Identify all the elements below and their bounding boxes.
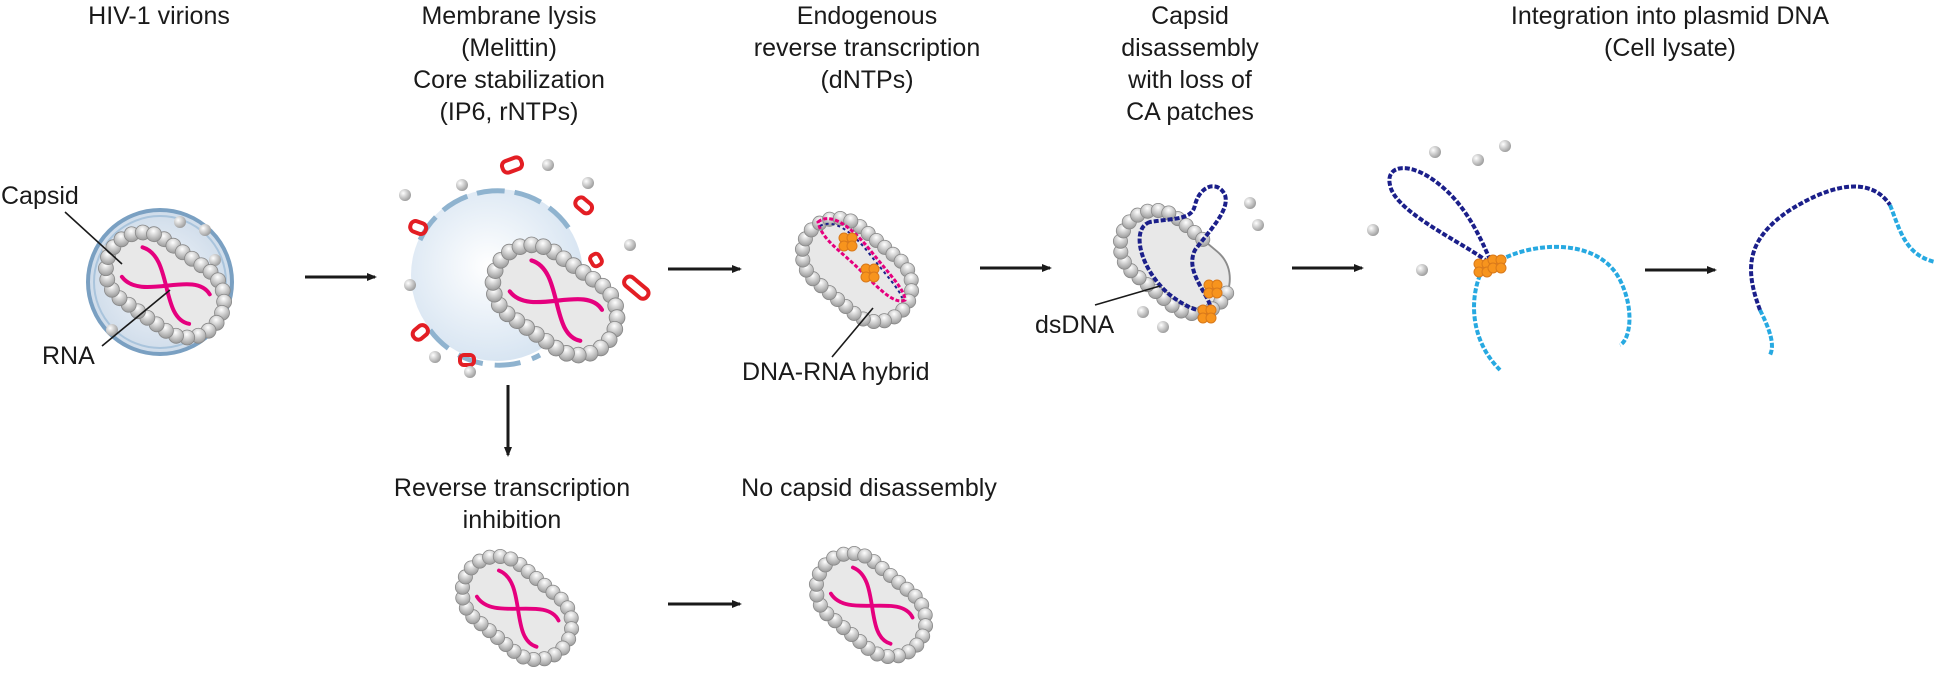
integrase-complex bbox=[1487, 254, 1507, 274]
stage-label-disassembly: Capsid disassembly with loss of CA patch… bbox=[1121, 2, 1259, 126]
callout-rna: RNA bbox=[42, 342, 95, 370]
ert-capsid-core bbox=[794, 210, 920, 330]
membrane-fragments bbox=[408, 155, 651, 367]
rna-pointer bbox=[101, 289, 171, 347]
stabilized-capsid-core bbox=[484, 236, 626, 364]
integrated-viral-dna bbox=[1749, 184, 1892, 311]
lysed-virion bbox=[399, 155, 651, 378]
capsid-pointer bbox=[64, 211, 123, 265]
virion-capsid-core bbox=[98, 224, 232, 346]
viral-dna-loop bbox=[1387, 166, 1495, 269]
virion-particle bbox=[86, 208, 234, 356]
dsdna-pointer bbox=[1094, 285, 1161, 306]
disassembling-capsid-core bbox=[1112, 202, 1235, 322]
integrase-complex bbox=[1203, 279, 1223, 299]
stage-label-integration: Integration into plasmid DNA (Cell lysat… bbox=[1510, 2, 1830, 62]
ert-capsid bbox=[794, 210, 920, 330]
stage-label-ert: Endogenous reverse transcription (dNTPs) bbox=[753, 2, 981, 94]
integration-complex bbox=[1367, 140, 1632, 372]
integrase-complex bbox=[860, 263, 880, 283]
free-capsid-proteins bbox=[399, 159, 636, 378]
callout-hybrid: DNA-RNA hybrid bbox=[742, 358, 930, 386]
callout-capsid: Capsid bbox=[1, 182, 79, 210]
free-capsid-proteins bbox=[1367, 140, 1511, 276]
integrated-product bbox=[1749, 184, 1936, 356]
inhibited-capsid-core bbox=[454, 548, 580, 668]
stage-label-lysis: Membrane lysis (Melittin) Core stabiliza… bbox=[413, 2, 605, 126]
integrase-complex bbox=[1197, 304, 1217, 324]
plasmid-dna bbox=[1472, 244, 1632, 372]
stage-label-no-disassembly: No capsid disassembly bbox=[741, 474, 997, 502]
integrase-complex bbox=[838, 232, 858, 252]
hybrid-pointer bbox=[831, 307, 874, 358]
intact-capsid-core bbox=[808, 545, 934, 665]
stage-label-inhibition: Reverse transcription inhibition bbox=[393, 474, 631, 534]
dsdna-loop bbox=[1137, 184, 1228, 313]
dna-rna-hybrid bbox=[816, 217, 907, 303]
disassembling-capsid bbox=[1112, 184, 1264, 333]
callout-dsdna: dsDNA bbox=[1035, 311, 1115, 339]
flanking-plasmid-dna bbox=[1758, 204, 1936, 356]
free-capsid-proteins bbox=[1137, 197, 1264, 333]
stage-label-virions: HIV-1 virions bbox=[88, 2, 230, 30]
